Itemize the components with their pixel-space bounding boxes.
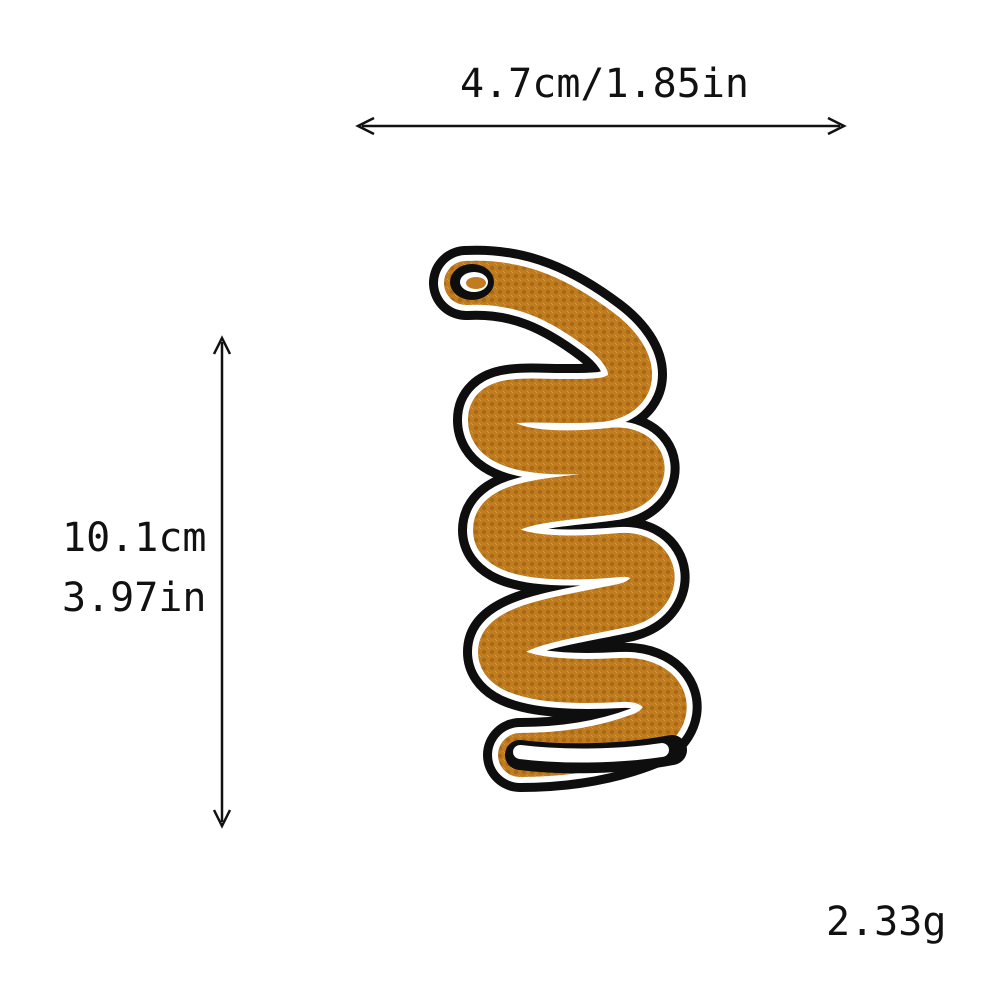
- snake-body: [444, 260, 687, 777]
- height-label-cm: 10.1cm: [62, 515, 207, 561]
- weight-label: 2.33g: [826, 899, 947, 945]
- height-label-in: 3.97in: [62, 575, 207, 621]
- width-label: 4.7cm/1.85in: [460, 61, 749, 107]
- snake-tail-white: [513, 743, 669, 763]
- snake-head: [466, 277, 486, 289]
